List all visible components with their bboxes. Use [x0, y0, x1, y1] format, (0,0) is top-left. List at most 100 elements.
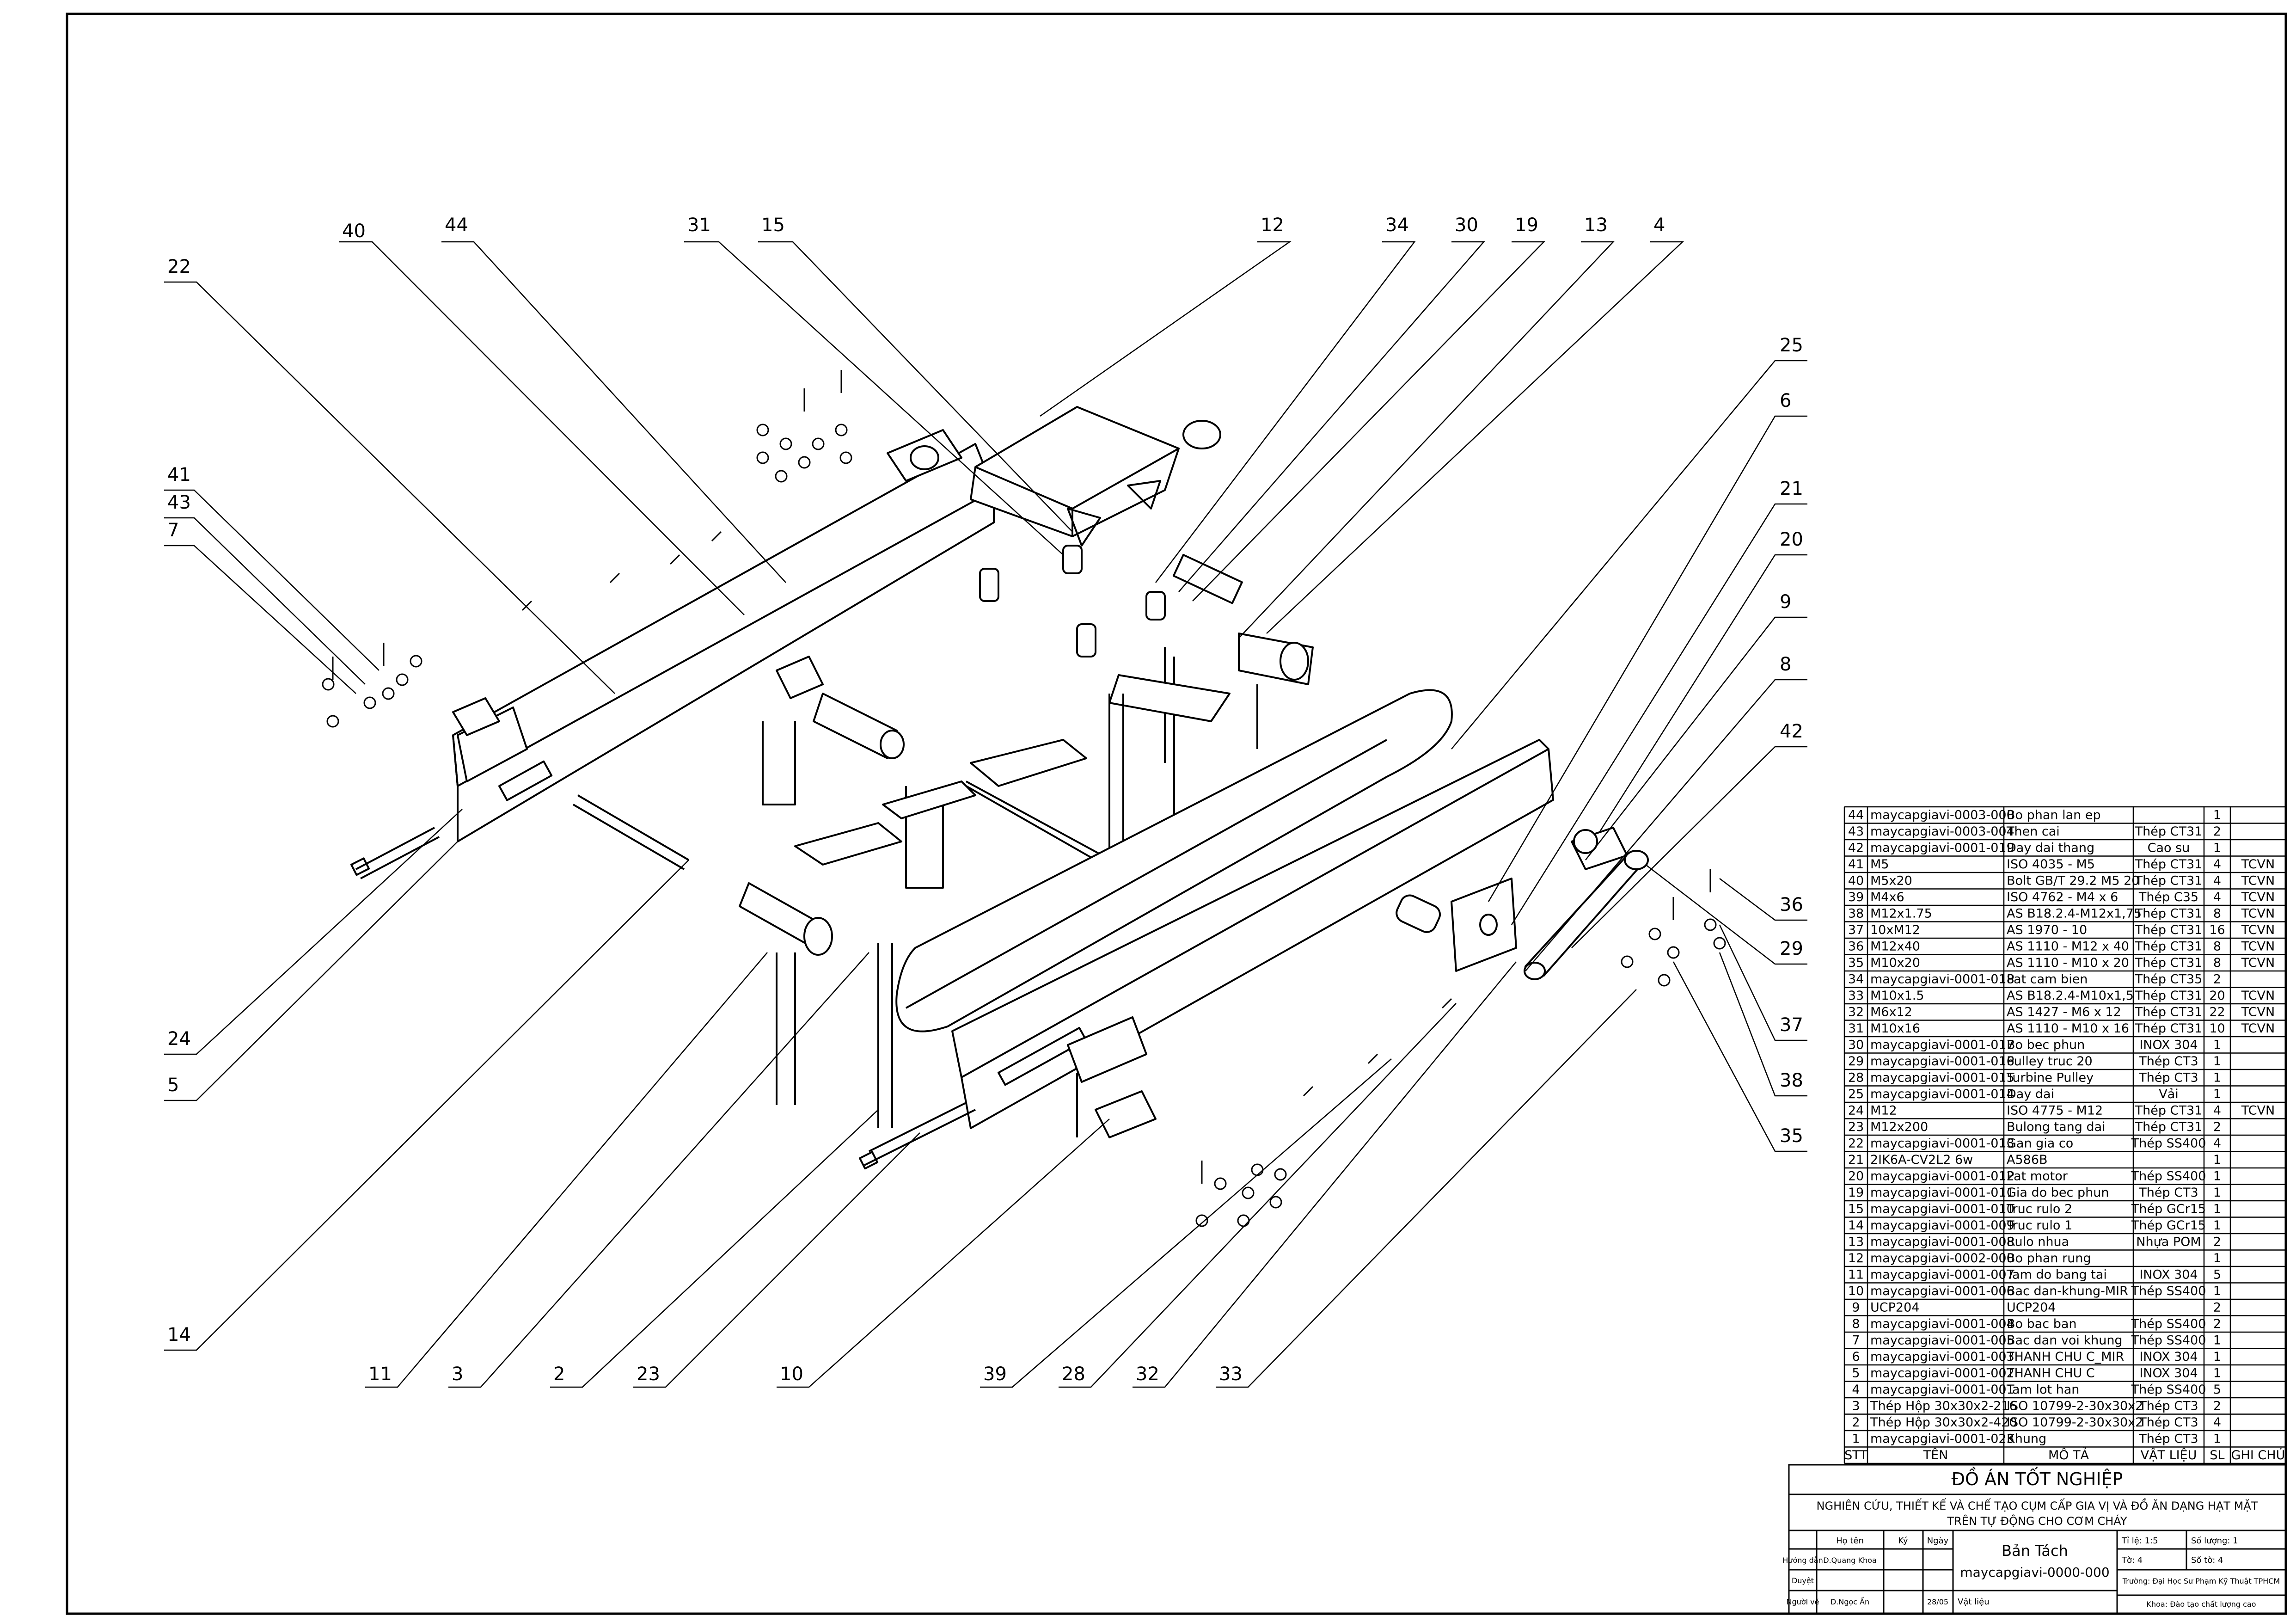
title-heading: ĐỒ ÁN TỐT NGHIỆP: [1952, 1467, 2123, 1489]
bom-cell-material: INOX 304: [2139, 1268, 2198, 1282]
bom-header-material: VẬT LIỆU: [2141, 1448, 2197, 1462]
bom-header-qty: SL: [2210, 1448, 2224, 1462]
bom-cell-desc: Bo bec phun: [2007, 1038, 2085, 1052]
bom-cell-stt: 5: [1852, 1366, 1860, 1381]
bom-cell-qty: 1: [2213, 1284, 2221, 1298]
frame-legs-lower: [1067, 1016, 1147, 1137]
bom-cell-qty: 2: [2213, 1301, 2221, 1315]
quantity: Số lượng: 1: [2191, 1536, 2238, 1546]
bom-cell-name: maycapgiavi-0001-008: [1870, 1235, 2014, 1249]
bom-cell-material: INOX 304: [2139, 1350, 2198, 1364]
bom-cell-stt: 29: [1848, 1054, 1864, 1069]
faculty-name: Khoa: Đào tạo chất lượng cao: [2147, 1600, 2256, 1609]
bom-cell-material: Thép SS400: [2131, 1137, 2206, 1151]
role-approve: Duyệt: [1792, 1576, 1814, 1585]
bom-cell-name: maycapgiavi-0001-016: [1870, 1054, 2014, 1069]
bom-cell-qty: 5: [2213, 1268, 2221, 1282]
bom-cell-qty: 4: [2213, 857, 2221, 872]
school-name: Trường: Đại Học Sư Phạm Kỹ Thuật TPHCM: [2122, 1577, 2280, 1585]
callout-14: 14: [167, 1324, 191, 1346]
bom-cell-material: Thép SS400: [2131, 1169, 2206, 1184]
title-block: [1788, 1464, 2287, 1615]
bom-cell-qty: 22: [2209, 1005, 2225, 1020]
bom-cell-material: INOX 304: [2139, 1366, 2198, 1381]
bom-cell-material: Thép CT3: [2138, 1054, 2198, 1069]
bom-cell-desc: AS B18.2.4-M12x1,75: [2007, 907, 2142, 921]
callout-4: 4: [1653, 215, 1665, 236]
bom-cell-desc: AS 1970 - 10: [2007, 923, 2087, 937]
pillow-block-bearings: [452, 429, 1628, 1138]
bom-cell-qty: 1: [2213, 808, 2221, 823]
bom-cell-qty: 8: [2213, 907, 2221, 921]
bom-cell-name: maycapgiavi-0001-002: [1870, 1366, 2014, 1381]
bom-header-stt: STT: [1844, 1448, 1867, 1462]
bom-cell-desc: Rulo nhua: [2007, 1235, 2069, 1249]
bom-cell-desc: Turbine Pulley: [2006, 1071, 2094, 1085]
c-channel-left: [452, 443, 995, 842]
bom-cell-desc: Tam lot han: [2006, 1382, 2079, 1397]
support-plates: [794, 674, 1231, 866]
callout-11: 11: [368, 1364, 392, 1385]
role-drafter: Người vẽ: [1787, 1597, 1819, 1606]
bom-cell-stt: 34: [1848, 972, 1864, 987]
bom-cell-material: Thép CT31: [2135, 874, 2203, 888]
bom-cell-name: maycapgiavi-0001-012: [1870, 1169, 2014, 1184]
role-advisor: Hướng dẫn: [1782, 1556, 1823, 1565]
callout-12: 12: [1261, 215, 1284, 236]
project-line-2: TRÊN TỰ ĐỘNG CHO CƠM CHÁY: [1947, 1514, 2127, 1528]
bom-cell-stt: 33: [1848, 989, 1864, 1003]
bom-cell-stt: 20: [1848, 1169, 1864, 1184]
bom-cell-stt: 28: [1848, 1071, 1864, 1085]
bom-cell-material: Thép CT35: [2135, 972, 2203, 987]
bom-cell-stt: 38: [1848, 907, 1864, 921]
bom-cell-desc: Bo bac ban: [2007, 1317, 2077, 1331]
advisor-name: D.Quang Khoa: [1823, 1556, 1877, 1565]
bom-cell-name: 2IK6A-CV2L2 6w: [1870, 1153, 1973, 1167]
bom-cell-desc: AS 1110 - M12 x 40: [2007, 940, 2129, 954]
bom-cell-desc: AS 1427 - M6 x 12: [2007, 1005, 2121, 1020]
bom-cell-desc: ISO 4775 - M12: [2007, 1104, 2103, 1118]
bom-cell-qty: 1: [2213, 1366, 2221, 1381]
callout-8: 8: [1780, 654, 1791, 675]
bom-cell-note: TCVN: [2241, 1005, 2275, 1020]
bom-cell-desc: Bac dan voi khung: [2007, 1333, 2123, 1348]
bom-cell-desc: Bo phan rung: [2007, 1251, 2091, 1266]
bom-cell-qty: 1: [2213, 1432, 2221, 1446]
bom-cell-material: Thép CT3: [2138, 1071, 2198, 1085]
bom-cell-stt: 40: [1848, 874, 1864, 888]
bom-cell-qty: 2: [2213, 972, 2221, 987]
bom-cell-name: maycapgiavi-0001-004: [1870, 1317, 2014, 1331]
callout-41: 41: [167, 464, 191, 485]
bom-cell-material: Thép C35: [2138, 890, 2198, 904]
bom-cell-qty: 2: [2213, 1399, 2221, 1413]
bom-cell-note: TCVN: [2241, 1021, 2275, 1036]
bom-cell-qty: 4: [2213, 1415, 2221, 1430]
bom-cell-stt: 19: [1848, 1186, 1864, 1200]
bom-cell-name: maycapgiavi-0003-004: [1870, 824, 2014, 839]
callout-31: 31: [687, 215, 711, 236]
bom-cell-name: M12: [1870, 1104, 1897, 1118]
bom-cell-material: Thép GCr15: [2131, 1218, 2206, 1233]
bom-cell-name: M12x200: [1870, 1120, 1928, 1134]
bom-cell-name: M10x16: [1870, 1021, 1920, 1036]
bom-cell-qty: 20: [2209, 989, 2225, 1003]
bom-cell-desc: AS B18.2.4-M10x1,5: [2007, 989, 2134, 1003]
bom-cell-qty: 1: [2213, 1350, 2221, 1364]
bom-cell-material: Nhựa POM: [2136, 1235, 2201, 1249]
bom-cell-qty: 1: [2213, 1202, 2221, 1216]
bom-cell-name: M10x1.5: [1870, 989, 1924, 1003]
bom-cell-desc: Bulong tang dai: [2007, 1120, 2106, 1134]
bom-cell-name: Thép Hộp 30x30x2-216: [1870, 1399, 2017, 1413]
callout-22: 22: [167, 256, 191, 277]
bom-cell-desc: Day dai thang: [2007, 841, 2094, 855]
callout-44: 44: [445, 215, 468, 236]
callout-2: 2: [553, 1364, 565, 1385]
bom-cell-qty: 4: [2213, 1104, 2221, 1118]
bom-cell-stt: 11: [1848, 1268, 1864, 1282]
bom-cell-name: maycapgiavi-0001-018: [1870, 972, 2014, 987]
bom-cell-qty: 8: [2213, 940, 2221, 954]
callout-20: 20: [1780, 529, 1803, 550]
bom-cell-material: Thép SS400: [2131, 1382, 2206, 1397]
bom-cell-note: TCVN: [2241, 923, 2275, 937]
